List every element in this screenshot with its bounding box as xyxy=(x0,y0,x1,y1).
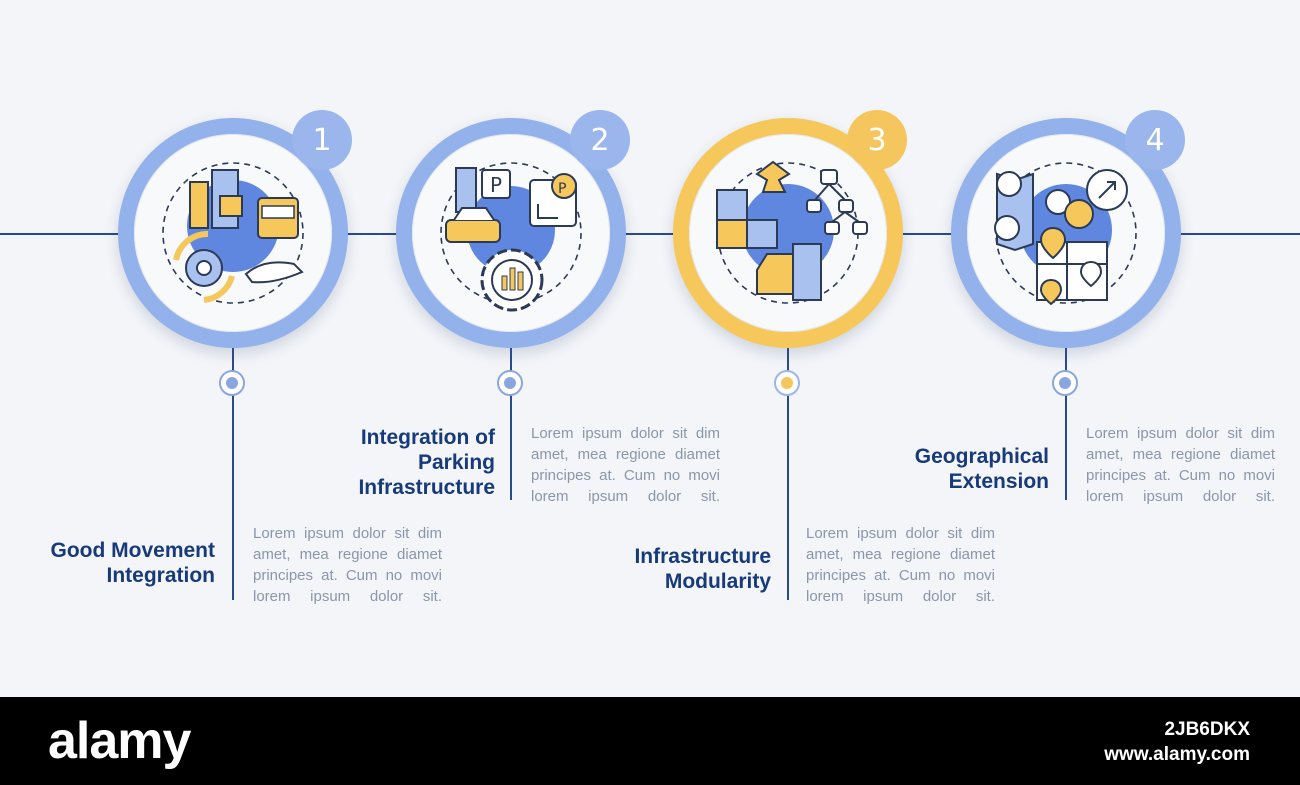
step-3-title-line-2: Modularity xyxy=(664,570,771,593)
step-1-description-line-2: amet, mea regione diamet xyxy=(253,546,442,563)
step-3: 3 xyxy=(670,0,940,697)
step-3-description-line-3: principes at. Cum no movi xyxy=(806,567,995,584)
step-2-number-badge: 2 xyxy=(570,110,630,170)
step-4-connector-line xyxy=(1065,348,1067,500)
step-3-ring xyxy=(673,118,903,348)
step-3-description-line-1: Lorem ipsum dolor sit dim xyxy=(806,525,995,542)
step-1-description-line-3: principes at. Cum no movi xyxy=(253,567,442,584)
step-1-node xyxy=(219,370,245,396)
timeline-horizontal-line xyxy=(0,233,1300,235)
step-1-number-badge: 1 xyxy=(292,110,352,170)
step-1-connector-line xyxy=(232,348,234,600)
step-3-description: Lorem ipsum dolor sit dim amet, mea regi… xyxy=(806,523,995,607)
step-1: 1 xyxy=(115,0,385,697)
image-id: 2JB6DKX xyxy=(1164,719,1250,740)
svg-text:P: P xyxy=(490,173,502,197)
step-4-description: Lorem ipsum dolor sit dim amet, mea regi… xyxy=(1086,423,1275,507)
step-1-description: Lorem ipsum dolor sit dim amet, mea regi… xyxy=(253,523,442,607)
step-2-description-line-4: lorem ipsum dolor sit. xyxy=(531,488,720,505)
step-2-connector-line xyxy=(510,348,512,500)
step-2-ring: P P xyxy=(396,118,626,348)
step-2-description-line-2: amet, mea regione diamet xyxy=(531,446,720,463)
step-4-description-line-2: amet, mea regione diamet xyxy=(1086,446,1275,463)
step-1-title: Good Movement Integration xyxy=(50,538,215,588)
step-2-title-line-2: Parking xyxy=(417,451,495,474)
step-4-title-line-2: Extension xyxy=(948,470,1049,493)
step-3-title: Infrastructure Modularity xyxy=(634,544,771,594)
step-2-title: Integration of Parking Infrastructure xyxy=(358,425,495,500)
step-2-title-line-3: Infrastructure xyxy=(358,476,495,499)
step-3-connector-line xyxy=(787,348,789,600)
step-3-description-line-4: lorem ipsum dolor sit. xyxy=(806,588,995,605)
map-extension-icon xyxy=(994,162,1137,306)
alamy-logo: alamy xyxy=(48,712,191,770)
step-4-title-line-1: Geographical xyxy=(914,445,1049,468)
step-1-title-line-1: Good Movement xyxy=(50,539,215,562)
step-4-title: Geographical Extension xyxy=(915,444,1049,494)
logistics-integration-icon xyxy=(162,162,304,304)
step-1-ring xyxy=(118,118,348,348)
step-1-description-line-1: Lorem ipsum dolor sit dim xyxy=(253,525,442,542)
step-1-description-line-4: lorem ipsum dolor sit. xyxy=(253,588,442,605)
step-4-node xyxy=(1052,370,1078,396)
site-url: www.alamy.com xyxy=(1104,744,1250,765)
infographic-canvas: 1 Good Movement Integration Lorem ipsum … xyxy=(0,0,1300,697)
parking-infrastructure-icon: P P xyxy=(440,162,582,312)
step-2-description: Lorem ipsum dolor sit dim amet, mea regi… xyxy=(531,423,720,507)
svg-text:P: P xyxy=(558,181,566,197)
step-3-node xyxy=(774,370,800,396)
watermark-footer: alamy 2JB6DKX www.alamy.com xyxy=(0,697,1300,785)
step-3-number-badge: 3 xyxy=(847,110,907,170)
step-3-title-line-1: Infrastructure xyxy=(634,545,771,568)
step-2: P P 2 xyxy=(393,0,663,697)
step-4-description-line-3: principes at. Cum no movi xyxy=(1086,467,1275,484)
puzzle-modularity-icon xyxy=(716,160,868,304)
step-4-description-line-4: lorem ipsum dolor sit. xyxy=(1086,488,1275,505)
step-4-number-badge: 4 xyxy=(1125,110,1185,170)
step-2-node xyxy=(497,370,523,396)
step-2-title-line-1: Integration of xyxy=(360,426,495,449)
step-4: 4 xyxy=(948,0,1218,697)
step-4-description-line-1: Lorem ipsum dolor sit dim xyxy=(1086,425,1275,442)
step-3-description-line-2: amet, mea regione diamet xyxy=(806,546,995,563)
step-2-description-line-1: Lorem ipsum dolor sit dim xyxy=(531,425,720,442)
step-1-title-line-2: Integration xyxy=(106,564,216,587)
step-2-description-line-3: principes at. Cum no movi xyxy=(531,467,720,484)
